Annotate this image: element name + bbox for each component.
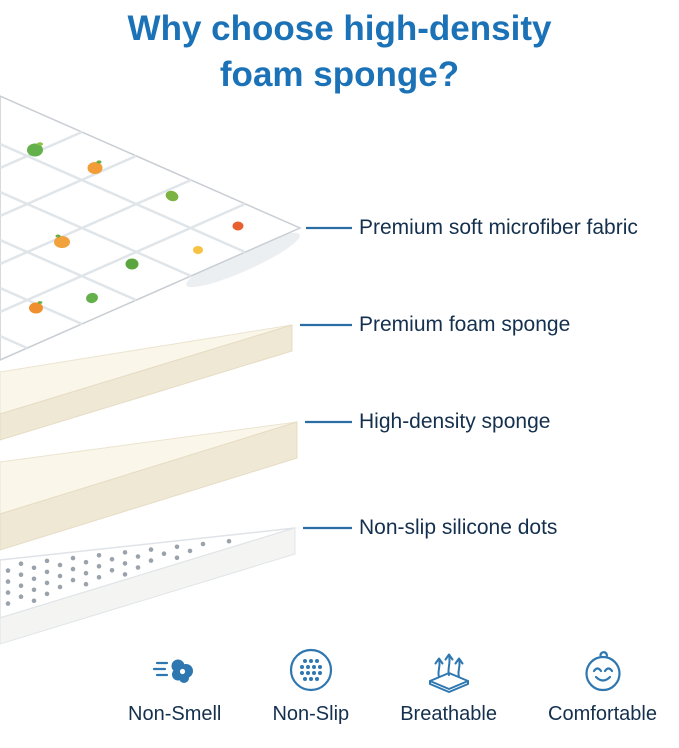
page-title: Why choose high-density foam sponge? — [0, 6, 679, 98]
title-line-2: foam sponge? — [219, 55, 460, 95]
silicone-dots-pattern — [5, 538, 232, 606]
non-slip-icon — [289, 648, 332, 692]
feature-label-non-slip: Non-Slip — [272, 703, 350, 725]
feature-label-breathable: Breathable — [400, 703, 497, 725]
callout-label-foam: Premium foam sponge — [359, 313, 571, 336]
feature-non-smell: Non-Smell — [128, 646, 221, 726]
feature-label-comfortable: Comfortable — [548, 703, 657, 725]
title-line-1: Why choose high-density — [127, 9, 552, 48]
feature-breathable: Breathable — [400, 646, 497, 726]
feature-comfortable: Comfortable — [548, 646, 657, 726]
breathable-icon — [428, 653, 469, 693]
fabric-print-blobs — [27, 142, 244, 314]
feature-row: Non-Smell Non-Slip — [128, 646, 657, 726]
callout-label-high-density: High-density sponge — [359, 410, 551, 433]
feature-label-non-smell: Non-Smell — [128, 703, 222, 725]
non-smell-icon — [152, 659, 193, 683]
high-density-sponge-layer — [0, 421, 298, 551]
silicone-dots-layer — [0, 527, 296, 645]
foam-sponge-layer — [0, 324, 293, 441]
quilt-shadow — [186, 232, 300, 288]
callout-lines — [300, 226, 352, 530]
callout-label-dots: Non-slip silicone dots — [359, 516, 558, 539]
callout-label-fabric: Premium soft microfiber fabric — [359, 216, 638, 239]
comfortable-icon — [584, 651, 621, 692]
feature-non-slip: Non-Slip — [272, 646, 349, 726]
microfiber-fabric-layer — [0, 95, 302, 361]
